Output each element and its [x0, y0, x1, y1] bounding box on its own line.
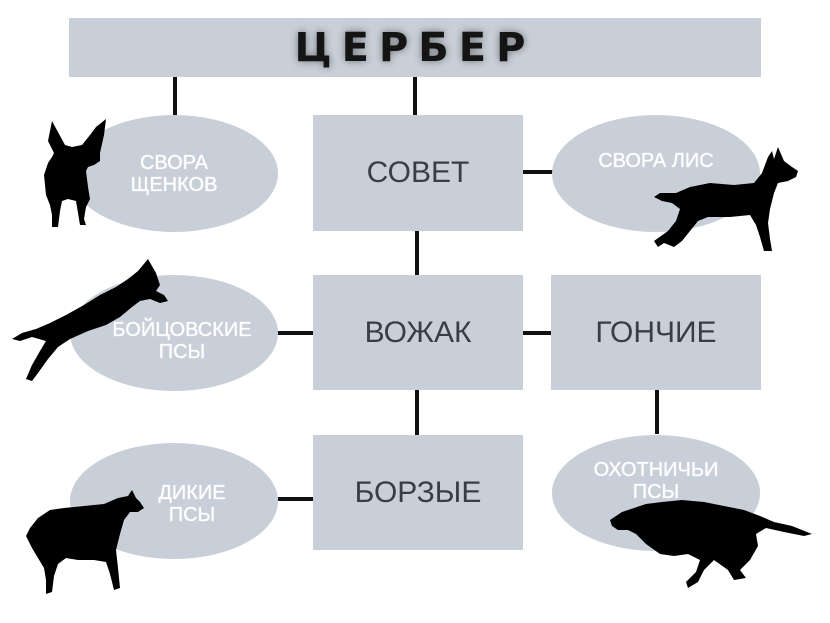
wolf-silhouette-icon: [24, 488, 146, 598]
title-bar: ЦЕРБЕР: [69, 18, 761, 77]
box-borzye: БОРЗЫЕ: [313, 435, 523, 550]
ellipse-foxes-label: СВОРА ЛИС: [598, 149, 714, 172]
connector-gonchie-hunting: [655, 390, 659, 434]
connector-sovet-vozhak: [415, 231, 419, 275]
connector-title-sovet: [413, 77, 417, 115]
connector-title-puppies: [173, 77, 177, 115]
dog-silhouette-icon: [38, 115, 110, 233]
box-gonchie: ГОНЧИЕ: [551, 275, 761, 390]
diagram-title: ЦЕРБЕР: [294, 24, 536, 71]
connector-sovet-foxes: [523, 170, 553, 174]
box-gonchie-label: ГОНЧИЕ: [595, 315, 717, 349]
connector-vozhak-gonchie: [523, 331, 551, 335]
box-vozhak: ВОЖАК: [313, 275, 523, 390]
box-borzye-label: БОРЗЫЕ: [354, 475, 482, 509]
box-sovet: СОВЕТ: [313, 115, 523, 231]
box-sovet-label: СОВЕТ: [366, 156, 470, 189]
shepherd-silhouette-icon: [650, 143, 800, 255]
box-vozhak-label: ВОЖАК: [364, 315, 472, 349]
connector-borzye-wild: [278, 497, 313, 501]
connector-vozhak-borzye: [415, 390, 419, 435]
greyhound-silhouette-icon: [608, 498, 814, 590]
connector-vozhak-fighters: [277, 331, 313, 335]
leaping-dog-silhouette-icon: [10, 255, 170, 385]
